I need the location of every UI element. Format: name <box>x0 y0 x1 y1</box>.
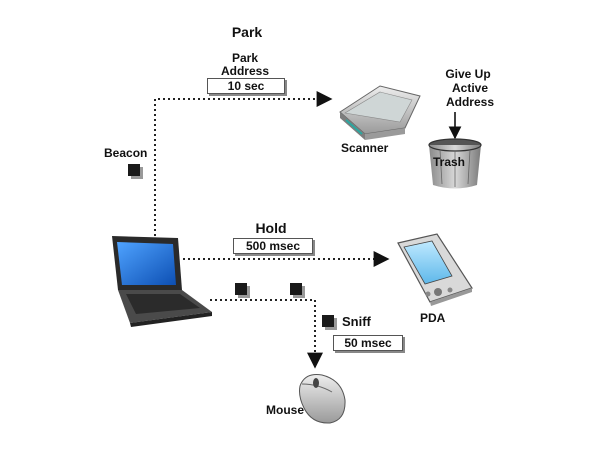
mouse-label: Mouse <box>266 403 305 417</box>
park-interval-box: 10 sec <box>207 78 285 94</box>
park-title: Park <box>231 24 263 40</box>
beacon-square-icon <box>322 315 337 330</box>
sniff-interval-box: 50 msec <box>333 335 403 351</box>
pda-icon <box>397 233 473 306</box>
park-address-line2: Address <box>220 64 270 78</box>
scanner-icon <box>339 85 421 140</box>
pda-label: PDA <box>420 311 446 325</box>
hold-label: Hold <box>255 220 287 236</box>
beacon-square-icon <box>235 283 250 298</box>
give-up-line3: Address <box>445 95 495 109</box>
give-up-line2: Active <box>451 81 489 95</box>
mouse-icon <box>299 374 346 424</box>
trash-can-icon <box>428 138 482 189</box>
connection-lines <box>154 91 390 369</box>
scanner-label: Scanner <box>341 141 389 155</box>
beacon-squares <box>128 164 337 330</box>
sniff-line <box>210 299 323 369</box>
park-address-line1: Park <box>231 51 259 65</box>
trash-label: Trash <box>433 155 466 169</box>
give-up-line1: Give Up <box>445 67 491 81</box>
laptop-icon <box>112 236 212 327</box>
hold-interval-box: 500 msec <box>233 238 313 254</box>
beacon-label: Beacon <box>104 146 148 160</box>
beacon-square-icon <box>128 164 143 179</box>
beacon-square-icon <box>290 283 305 298</box>
sniff-label: Sniff <box>342 314 371 329</box>
park-line <box>154 91 333 236</box>
